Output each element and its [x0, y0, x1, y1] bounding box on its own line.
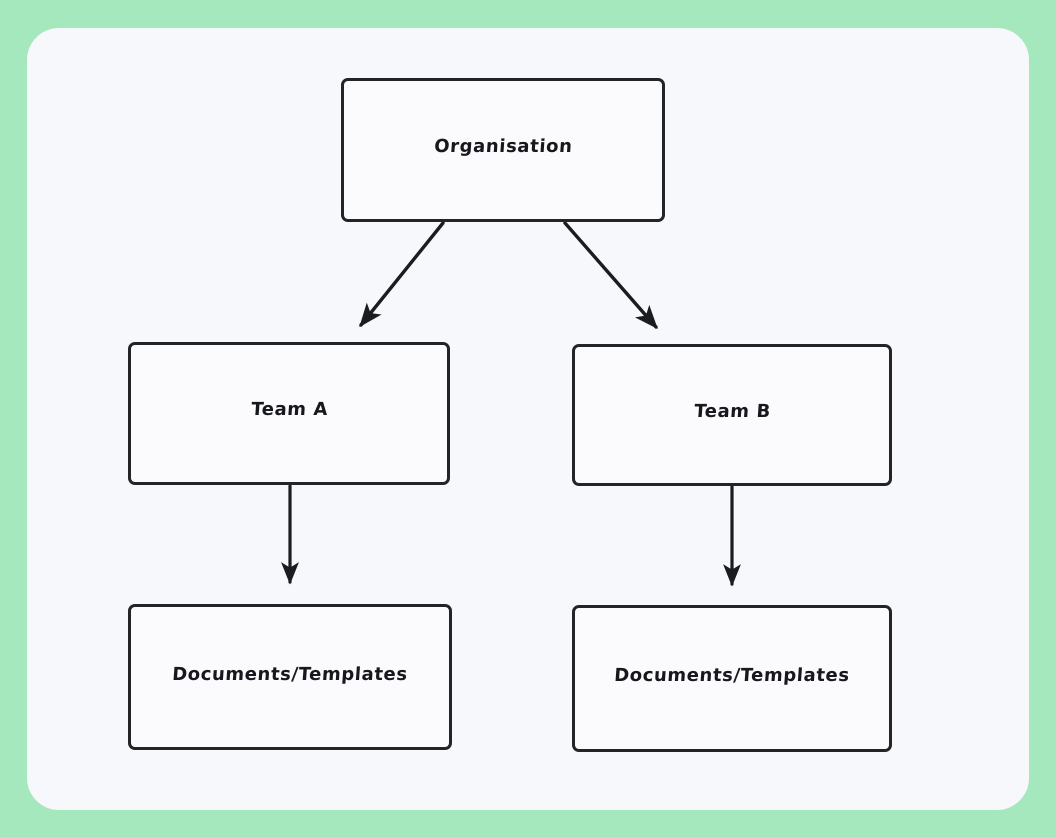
node-organisation-label: Organisation: [433, 135, 574, 157]
node-organisation[interactable]: Organisation: [341, 78, 665, 222]
node-team-a-label: Team A: [250, 399, 329, 420]
node-documents-templates-b[interactable]: Documents/Templates: [572, 605, 892, 752]
node-documents-templates-b-label: Documents/Templates: [613, 665, 851, 686]
node-team-b-label: Team B: [693, 400, 772, 422]
node-team-a[interactable]: Team A: [128, 342, 450, 485]
node-documents-templates-a[interactable]: Documents/Templates: [128, 604, 452, 750]
node-team-b[interactable]: Team B: [572, 344, 892, 486]
node-documents-templates-a-label: Documents/Templates: [171, 663, 409, 685]
